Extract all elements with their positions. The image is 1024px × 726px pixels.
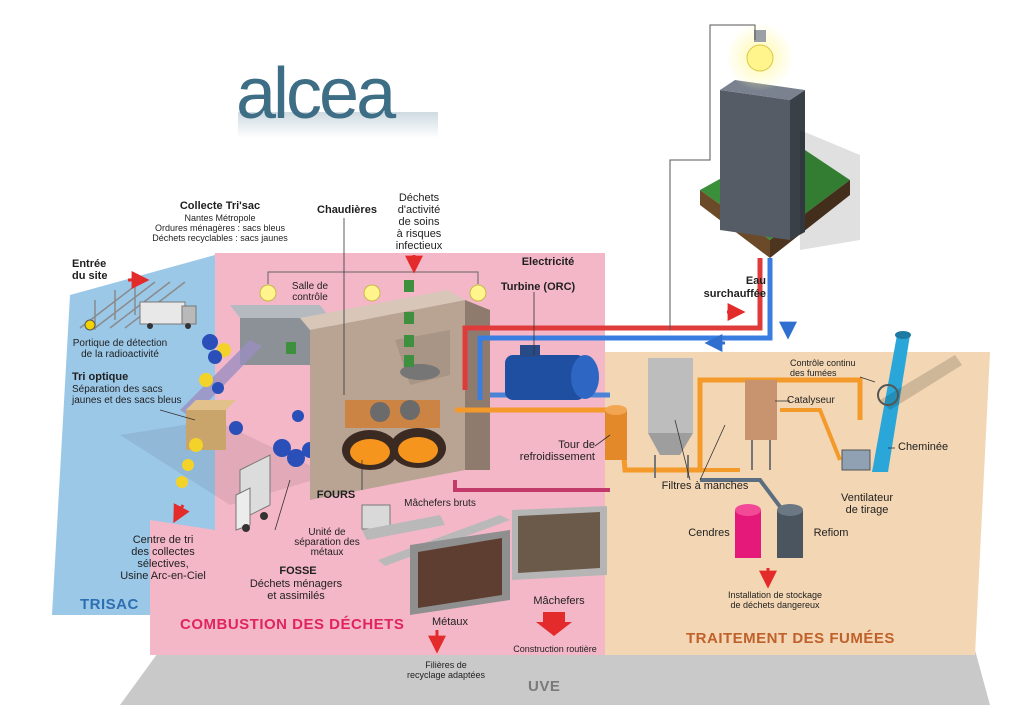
label-refiom: Refiom xyxy=(813,527,849,539)
catalyst-icon xyxy=(745,380,777,470)
chimney-icon xyxy=(872,331,962,472)
turbine-icon xyxy=(505,345,599,400)
label-tri-optique: Tri optique xyxy=(72,371,129,383)
uve-zone xyxy=(120,650,990,705)
bag-filter-icon xyxy=(648,358,693,478)
pipe-red-2 xyxy=(453,480,610,492)
pipe-blue-top xyxy=(477,258,773,400)
label-tour-refroidissement: Tour de refroidissement xyxy=(519,439,595,463)
label-cheminee: Cheminée xyxy=(898,441,949,453)
label-installation: Installation de stockage de déchets dang… xyxy=(727,590,823,610)
label-filieres: Filières de recyclage adaptées xyxy=(406,660,486,680)
zone-title-trisac: TRISAC xyxy=(80,596,139,613)
label-salle-controle: Salle de contrôle xyxy=(291,281,329,303)
label-machefers-bruts: Mâchefers bruts xyxy=(404,498,476,509)
light-bulb-icon xyxy=(746,30,774,72)
label-catalyseur: Catalyseur xyxy=(787,395,835,406)
trisac-building xyxy=(240,318,330,365)
label-unite-separation: Unité de séparation des métaux xyxy=(294,527,360,558)
label-dasri: Déchets d'activité de soins à risques in… xyxy=(395,192,443,252)
fan-icon xyxy=(841,449,871,471)
blue-arrows xyxy=(704,321,797,352)
alcea-logo: alcea xyxy=(236,54,396,134)
label-metaux: Métaux xyxy=(431,616,469,628)
label-entree: Entrée du site xyxy=(72,258,108,282)
bags-icon xyxy=(176,334,318,488)
label-filtres: Filtres à manches xyxy=(661,480,749,492)
label-eau-surchauffee: Eau surchauffée xyxy=(703,275,766,300)
label-ventilateur: Ventilateur de tirage xyxy=(841,492,893,516)
label-collecte-title: Collecte Tri'sac xyxy=(179,200,261,212)
label-fosse: FOSSE xyxy=(279,565,317,577)
zone-title-fumees: TRAITEMENT DES FUMÉES xyxy=(686,630,895,647)
label-turbine: Turbine (ORC) xyxy=(500,281,576,293)
metaux-bin xyxy=(410,530,510,615)
label-machefers: Mâchefers xyxy=(533,595,585,607)
label-controle-fumees: Contrôle continu des fumées xyxy=(790,358,856,378)
big-arrow-machefers xyxy=(536,612,572,636)
label-cendres: Cendres xyxy=(688,527,730,539)
zone-title-uve: UVE xyxy=(528,678,561,695)
building-icon xyxy=(700,80,860,258)
boiler-building xyxy=(300,290,490,500)
label-tri-sub: Séparation des sacs jaunes et des sacs b… xyxy=(72,384,182,406)
label-fosse-sub: Déchets ménagers et assimilés xyxy=(249,578,343,602)
cooling-tower-icon xyxy=(605,405,627,460)
pipe-red xyxy=(462,258,763,390)
logo-reflection xyxy=(238,112,438,138)
red-arrows xyxy=(128,255,777,654)
label-chaudieres: Chaudières xyxy=(317,204,377,216)
trisac-zone xyxy=(52,255,215,615)
refiom-silo xyxy=(777,504,803,558)
label-centre-tri: Centre de tri des collectes sélectives, … xyxy=(120,534,206,582)
zone-title-combustion: COMBUSTION DES DÉCHETS xyxy=(180,616,405,633)
label-portique: Portique de détection de la radioactivit… xyxy=(72,338,168,360)
cendres-silo xyxy=(735,504,761,558)
label-collecte-sub: Nantes Métropole Ordures ménagères : sac… xyxy=(152,213,288,243)
garbage-truck-icon xyxy=(235,454,271,532)
label-fours: FOURS xyxy=(316,489,356,501)
leader-lines xyxy=(159,218,895,531)
label-electricite: Electricité xyxy=(521,256,575,268)
radiation-icon xyxy=(84,319,96,331)
label-construction: Construction routière xyxy=(513,644,597,654)
small-bulb-icon xyxy=(259,284,487,302)
dasri-bins-icon xyxy=(286,280,414,367)
truck-icon xyxy=(139,301,197,329)
machefers-bin xyxy=(512,506,607,580)
